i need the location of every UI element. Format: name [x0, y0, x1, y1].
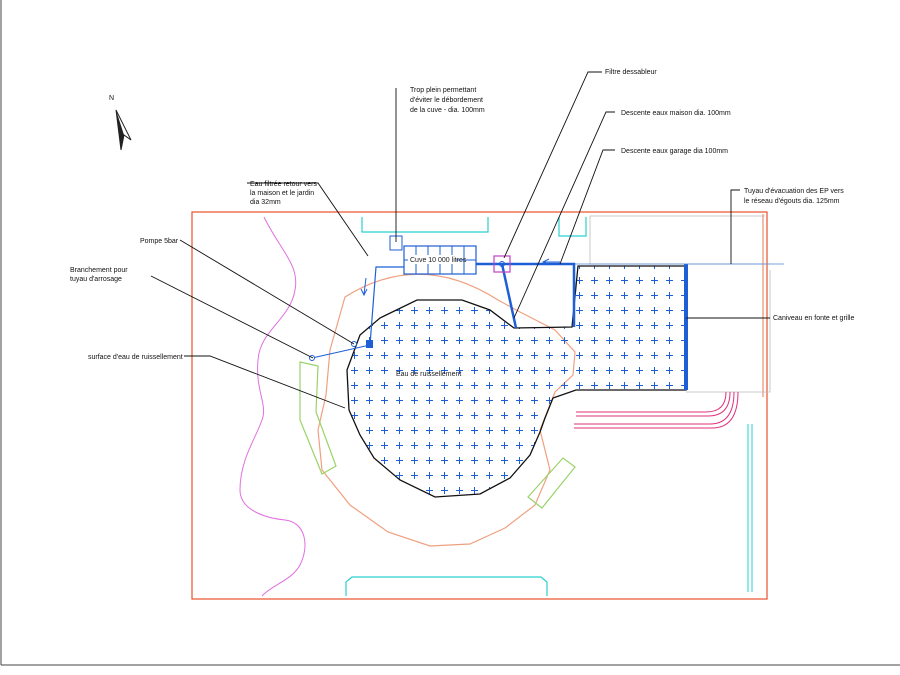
runoff-area-label: Eau de ruissellement — [396, 371, 461, 378]
plot-border — [191, 211, 768, 600]
flow-arrow-icon-2 — [541, 258, 560, 266]
water-tank: Cuve 10 000 litres — [403, 245, 477, 275]
driveway-curves — [574, 391, 739, 429]
garage-downpipe-label: Descente eaux garage dia 100mm — [621, 148, 728, 155]
north-arrow-icon: N — [109, 95, 132, 151]
filtered-return-label: Eau filtrée retour vers la maison et le … — [250, 181, 319, 206]
paved-path-outline — [317, 273, 576, 547]
pump-label: Pompe 5bar — [140, 238, 179, 245]
planter-left — [299, 361, 337, 475]
flow-arrow-icon — [360, 277, 368, 297]
planter-right — [527, 457, 576, 509]
runoff-surface — [346, 265, 687, 498]
tank-label: Cuve 10 000 litres — [410, 257, 467, 264]
evacuation-label: Tuyau d'évacuation des EP vers le réseau… — [744, 188, 846, 205]
overflow-label: Trop plein permettant d'éviter le débord… — [410, 87, 485, 114]
north-letter: N — [109, 95, 114, 102]
pipe-network — [311, 262, 576, 359]
runoff-surface-label: surface d'eau de ruissellement — [88, 354, 183, 361]
curb-top-right — [558, 217, 587, 237]
garden-edge-curve — [239, 216, 306, 597]
curb-top — [361, 217, 489, 233]
house-downpipe-label: Descente eaux maison dia. 100mm — [621, 110, 731, 117]
leader-lines — [150, 71, 770, 409]
sand-filter-box — [493, 255, 511, 273]
pump-icon — [366, 341, 373, 348]
hose-connection-label: Branchement pour tuyau d'arrosage — [70, 267, 130, 283]
sand-filter-node — [499, 261, 505, 267]
sand-filter-label: Filtre dessableur — [605, 69, 657, 76]
gutter-label: Caniveau en fonte et grille — [773, 315, 854, 322]
curb-right-strip — [747, 424, 753, 592]
curb-bottom — [345, 576, 548, 596]
